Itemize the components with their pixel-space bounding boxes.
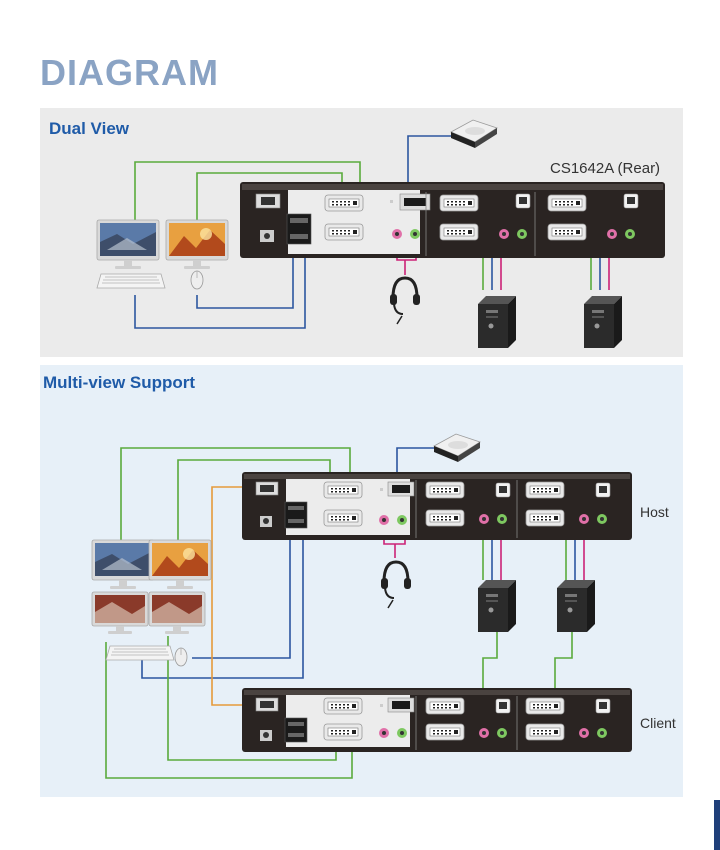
keyboard-icon	[105, 645, 175, 661]
headset-icon	[379, 560, 413, 610]
computer-tower-icon	[584, 296, 622, 348]
headset-icon	[388, 276, 422, 326]
mouse-icon	[190, 270, 204, 290]
monitor-icon	[148, 539, 212, 590]
kvm-switch-icon	[242, 688, 632, 752]
monitor-icon	[91, 591, 149, 635]
client-label: Client	[640, 715, 676, 731]
multi-view-title: Multi-view Support	[43, 373, 196, 392]
host-label: Host	[640, 504, 669, 520]
computer-tower-icon	[478, 296, 516, 348]
dual-view-title: Dual View	[49, 119, 129, 138]
mouse-icon	[174, 647, 188, 667]
kvm-switch-icon	[240, 182, 665, 258]
monitor-icon	[165, 219, 229, 270]
computer-tower-icon	[478, 580, 516, 632]
usb-drive-icon	[433, 433, 481, 463]
keyboard-icon	[96, 273, 166, 289]
monitor-icon	[148, 591, 206, 635]
monitor-icon	[96, 219, 160, 270]
page-title: DIAGRAM	[40, 52, 219, 93]
device-model-label: CS1642A (Rear)	[550, 160, 661, 177]
kvm-switch-icon	[242, 472, 632, 540]
monitor-icon	[91, 539, 155, 590]
usb-drive-icon	[450, 119, 498, 149]
computer-tower-icon	[557, 580, 595, 632]
page-edge-marker	[714, 800, 720, 850]
